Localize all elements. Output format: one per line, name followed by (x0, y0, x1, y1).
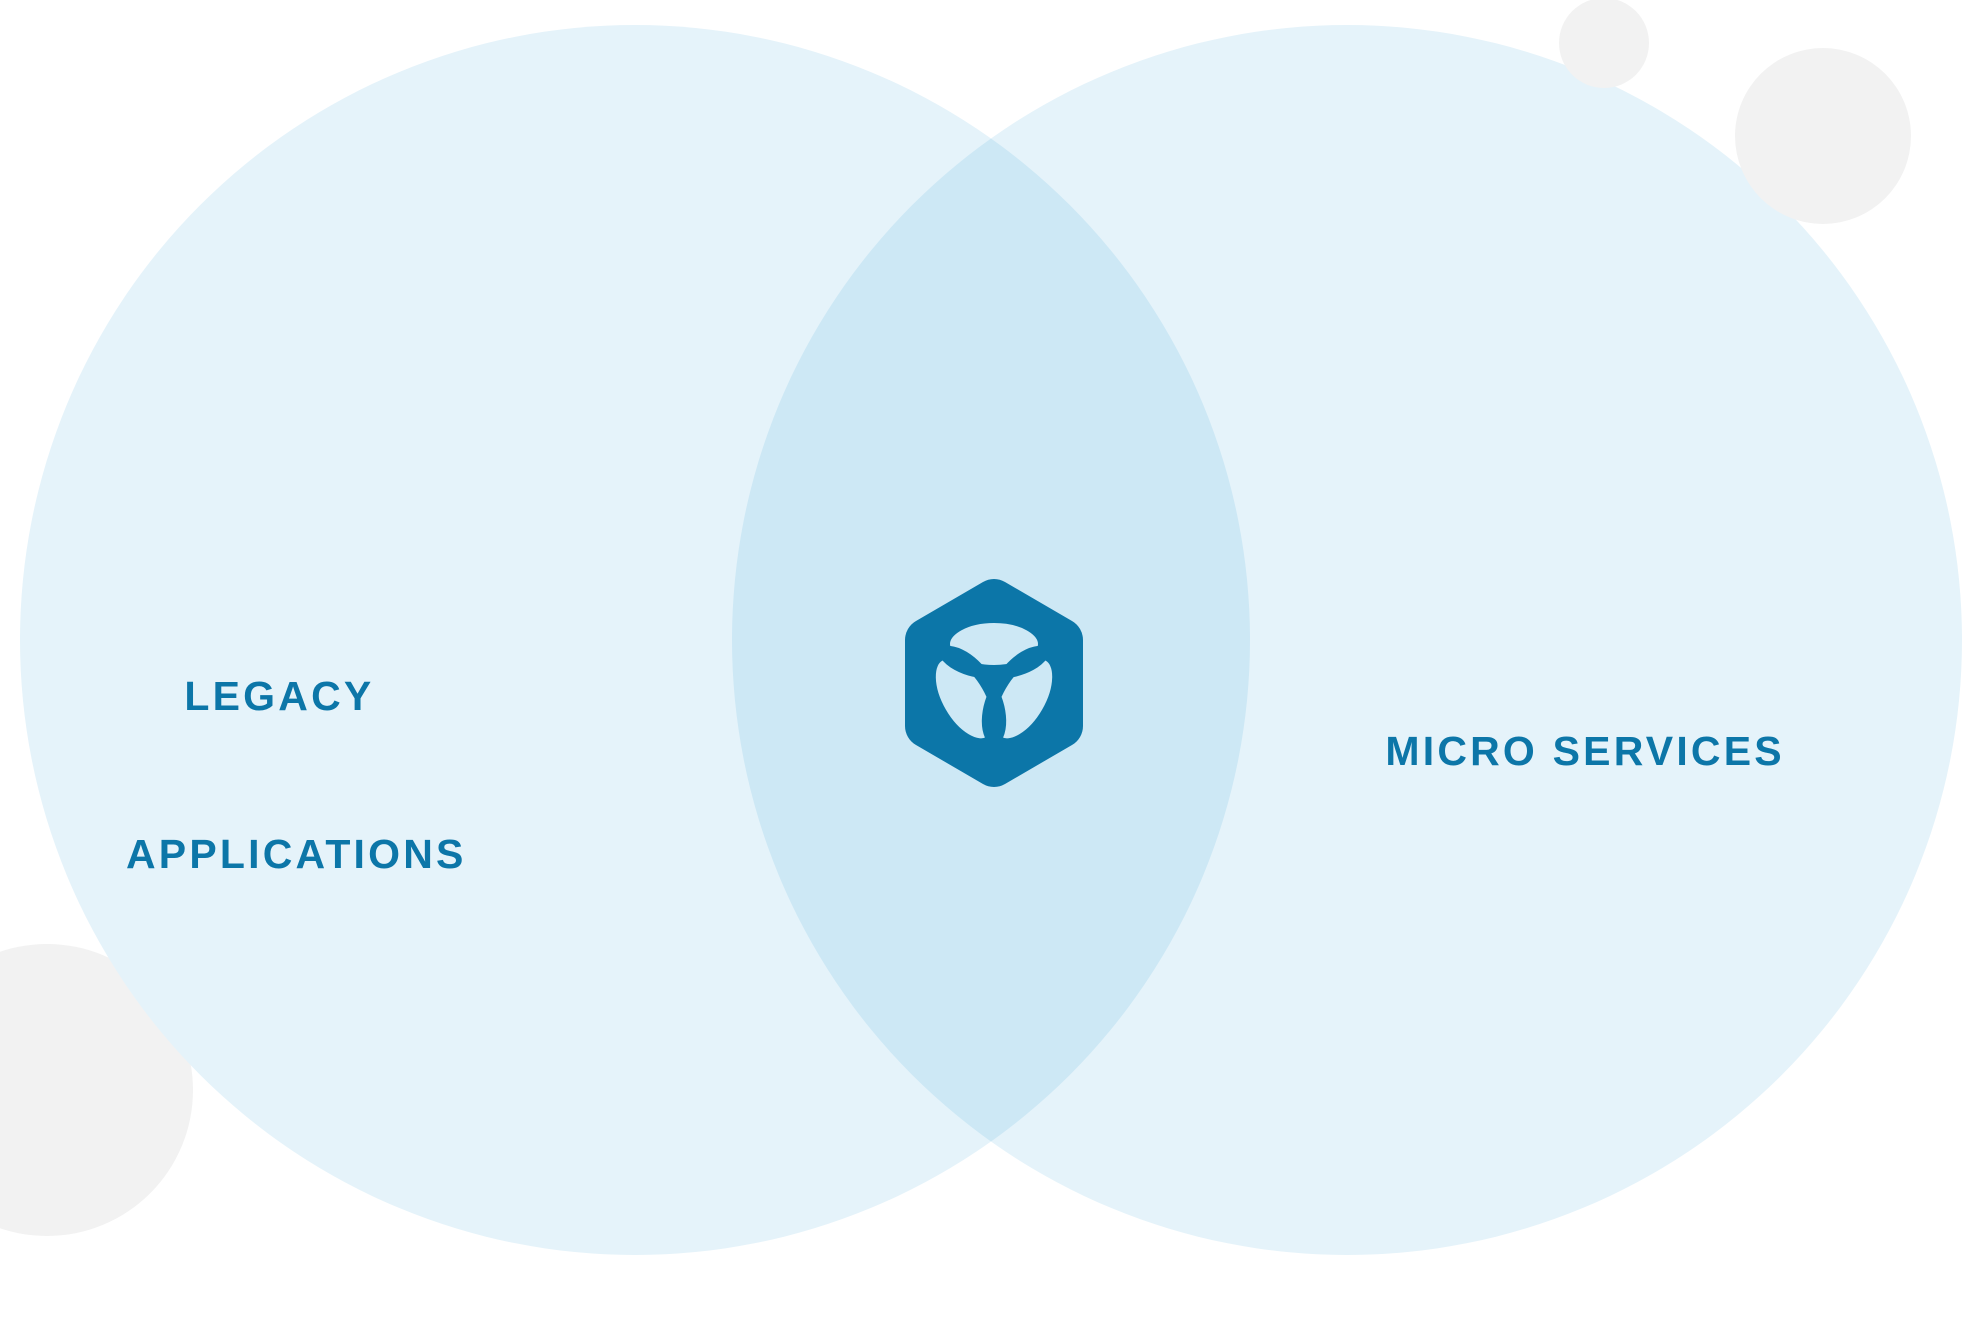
decor-circle-top-right-small-icon (1559, 0, 1649, 88)
decor-circle-bottom-left-icon (0, 944, 193, 1236)
decor-circle-top-right-large-icon (1735, 48, 1911, 224)
venn-label-right: MICRO SERVICES (1327, 673, 1785, 830)
venn-label-left-line2: APPLICATIONS (126, 830, 467, 877)
hexagon-trefoil-rings-icon (905, 579, 1083, 787)
intersection-icon-wrap (896, 575, 1092, 791)
venn-label-left-line1: LEGACY (184, 673, 375, 720)
venn-label-right-line1: MICRO SERVICES (1385, 728, 1785, 775)
venn-label-left: LEGACY APPLICATIONS (126, 618, 467, 985)
venn-overlap-lens (732, 25, 1250, 1255)
